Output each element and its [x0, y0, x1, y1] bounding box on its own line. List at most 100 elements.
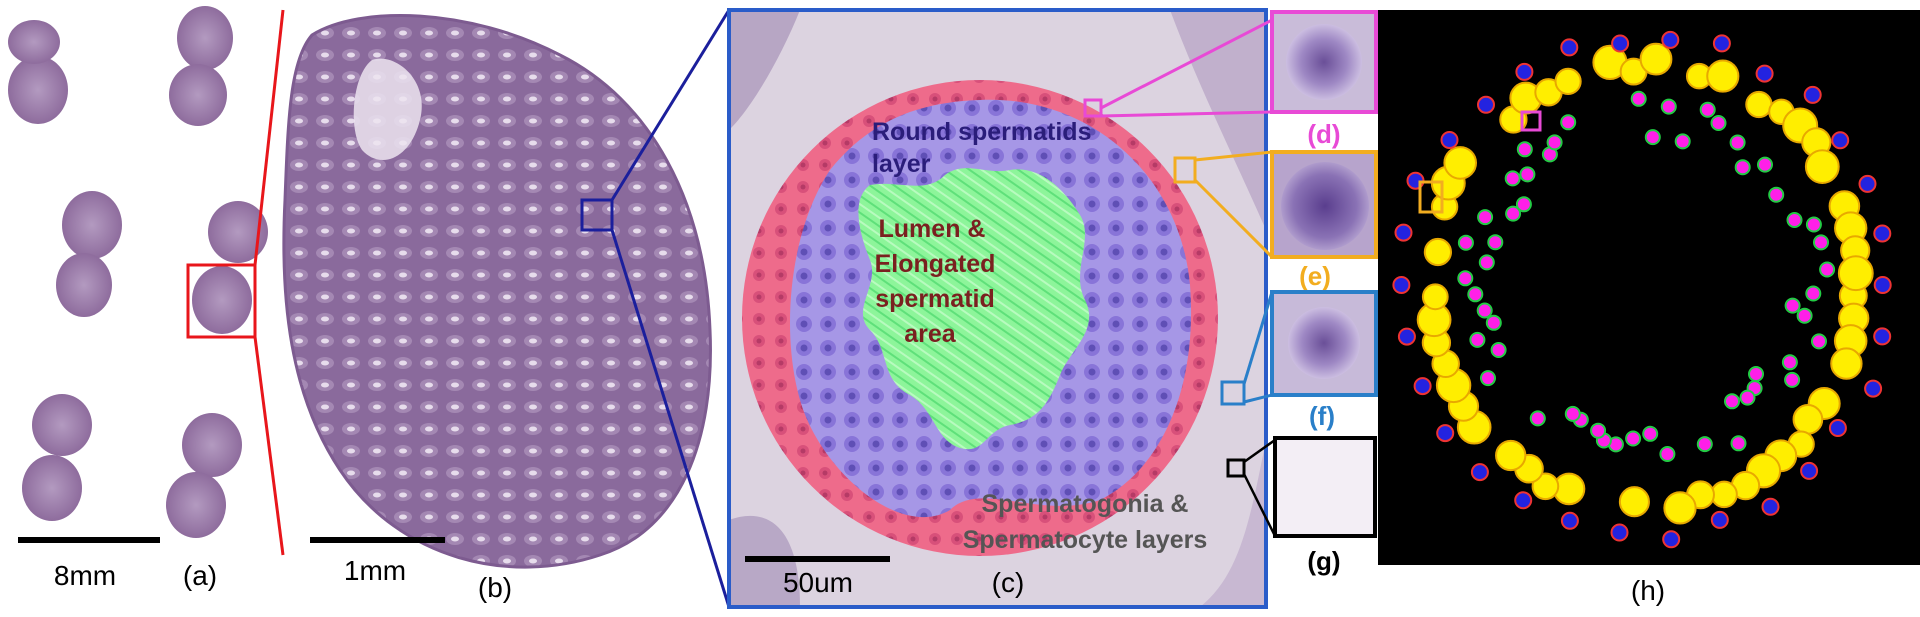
round-spermatid-cell — [1739, 389, 1756, 406]
zoom-line — [253, 336, 285, 556]
lumen-label: spermatid — [875, 285, 994, 313]
scale-bar-a — [18, 537, 160, 543]
round-spermatid-cell — [1480, 370, 1496, 387]
spermatogonia-cell — [1560, 38, 1579, 57]
round-spermatid-cell — [1696, 436, 1713, 453]
spermatogonia-cell — [1831, 131, 1850, 150]
round-spermatid-cell — [1784, 371, 1801, 388]
zoom-line — [1100, 18, 1273, 110]
round-spermatid-cell — [1786, 212, 1803, 228]
zoom-line — [1100, 110, 1273, 118]
round-spermatid-cell — [1674, 133, 1691, 150]
spermatogonia-nucleus — [1288, 307, 1360, 379]
zoom-box-h-d — [1520, 110, 1542, 132]
round-spermatid-cell — [1564, 405, 1581, 422]
round-spermatid-label: Round spermatids — [872, 118, 1091, 146]
round-spermatid-cell — [1560, 114, 1577, 131]
spermatogonia-cell — [1392, 276, 1411, 294]
zoom-box-b — [580, 198, 614, 232]
spermatogonia-cell — [1873, 327, 1892, 346]
spermatogonia-cell — [1828, 419, 1847, 437]
panel-c-tubule: Round spermatids layer Lumen & Elongated… — [727, 8, 1268, 609]
round-spermatid-cell — [1546, 134, 1563, 151]
spermatocyte-cell — [1663, 491, 1697, 525]
spermatogonia-cell — [1761, 497, 1780, 516]
panel-label-c: (c) — [992, 567, 1025, 598]
spermatogonia-cell — [1394, 223, 1413, 242]
inset-e-frame — [1270, 150, 1378, 259]
spermatocyte-cell — [1804, 149, 1840, 185]
spermatocyte-cell — [1531, 472, 1560, 501]
tissue-section — [32, 394, 92, 456]
round-spermatid-cell — [1477, 209, 1494, 226]
spermatocyte-cell — [1792, 404, 1824, 435]
panel-label-e: (e) — [1299, 261, 1331, 291]
round-spermatid-cell — [1504, 170, 1521, 187]
panel-label-f: (f) — [1309, 401, 1335, 431]
scale-label-b: 1mm — [344, 555, 406, 586]
spermatogonia-cell — [1873, 276, 1892, 294]
round-spermatid-cell — [1730, 435, 1747, 452]
spermatocyte-cell — [1639, 42, 1673, 76]
spermatogonia-cell — [1873, 224, 1892, 243]
panel-label-b: (b) — [478, 572, 512, 603]
panel-b-section: 1mm (b) — [282, 9, 731, 608]
round-spermatid-cell — [1485, 314, 1502, 331]
zoom-line — [1243, 393, 1273, 404]
panel-label-h: (h) — [1631, 575, 1665, 606]
round-spermatid-cell — [1784, 297, 1801, 314]
round-spermatid-cell — [1469, 331, 1486, 348]
spermatogonia-cell — [1864, 379, 1883, 398]
spermatocyte-cell — [1745, 90, 1773, 119]
tissue-section — [208, 201, 268, 263]
panel-label-a: (a) — [183, 560, 217, 591]
round-spermatid-cell — [1710, 115, 1727, 131]
zoom-box-h-e — [1418, 180, 1444, 214]
spermatogonia-cell — [1661, 30, 1680, 49]
inset-column: (d) (e) (f) (g) — [1100, 10, 1531, 576]
spermatogonia-cell — [1470, 463, 1489, 482]
round-spermatid-cell — [1625, 430, 1642, 447]
round-spermatid-cell — [1757, 156, 1773, 173]
spermatocyte-cell — [1423, 237, 1453, 267]
spermatogonia-cell — [1611, 34, 1630, 53]
zoom-line — [610, 9, 731, 201]
round-spermatid-cell — [1467, 286, 1484, 303]
round-spermatid-cell — [1734, 159, 1751, 176]
tissue-section — [8, 56, 68, 124]
round-spermatid-cell — [1590, 422, 1607, 439]
panel-h-segmentation: (h) — [1378, 10, 1920, 606]
tissue-section — [169, 64, 227, 126]
spermatocyte-cell — [1710, 480, 1738, 509]
spermatocyte-cell — [1443, 146, 1478, 180]
zoom-box-g — [1226, 458, 1246, 478]
tissue-section — [8, 20, 60, 64]
zoom-line — [1242, 473, 1277, 537]
zoom-line — [1194, 150, 1273, 162]
round-spermatid-cell — [1487, 234, 1504, 251]
spermatogonia-cell — [1710, 510, 1729, 529]
panel-label-g: (g) — [1307, 546, 1340, 576]
zoom-box-a — [186, 263, 257, 339]
spermatogonia-cell — [1803, 85, 1822, 104]
round-spermatid-cell — [1519, 166, 1536, 183]
round-spermatid-nucleus — [1286, 24, 1362, 100]
lumen-label: area — [904, 320, 957, 348]
round-spermatid-cell — [1660, 98, 1677, 115]
spermatocyte-cell — [1618, 486, 1650, 518]
spermatogonia-cell — [1712, 34, 1731, 53]
round-spermatid-cell — [1505, 205, 1522, 222]
round-spermatid-cell — [1699, 101, 1716, 118]
scale-label-c: 50um — [783, 567, 853, 598]
spermatogonia-cell — [1858, 174, 1877, 193]
spermatocyte-cell — [1830, 347, 1863, 380]
round-spermatid-cell — [1813, 234, 1829, 251]
spermatogonia-cell — [1662, 530, 1681, 549]
round-spermatid-cell — [1457, 234, 1474, 251]
zoom-line — [1243, 438, 1276, 464]
zoom-line — [1193, 178, 1274, 259]
zoom-line — [253, 9, 285, 266]
spermatogonia-cell — [1477, 95, 1495, 114]
tissue-section — [56, 253, 112, 317]
